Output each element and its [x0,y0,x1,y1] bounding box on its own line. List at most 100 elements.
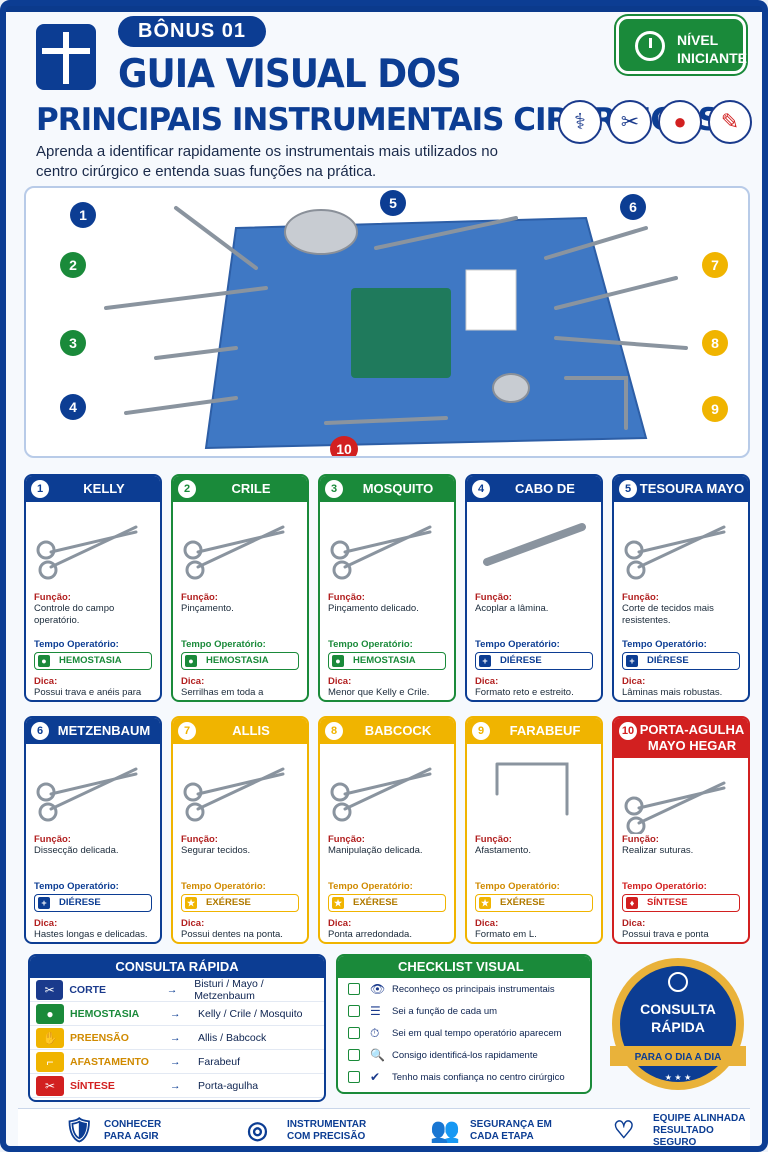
checklist-item[interactable]: ✔Tenho mais confiança no centro cirúrgic… [338,1066,590,1088]
quick-reference-row: ✂CORTE→Bisturi / Mayo / Metzenbaum [30,978,324,1002]
tempo-label: Tempo Operatório: [34,639,119,650]
tempo-icon: ● [38,655,50,667]
small-cup [492,373,530,403]
checklist-item[interactable]: ☰Sei a função de cada um [338,1000,590,1022]
tip-text: Possui dentes na ponta. [181,929,283,940]
card-number: 5 [619,480,637,498]
footer-line2: CADA ETAPA [470,1130,534,1142]
checklist-item-label: Consigo identificá-los rapidamente [392,1049,538,1061]
card-title: BABCOCK [364,723,432,738]
instrument-tray-scene: 1 2 3 4 5 6 7 8 9 10 [24,186,750,458]
checklist-item-icon: ☰ [370,1004,381,1018]
instrument-illustration [26,744,160,834]
checklist-item-icon: 🔍 [370,1048,385,1062]
tempo-label: Tempo Operatório: [475,881,560,892]
tip-text: Formato reto e estreito. [475,687,574,698]
checklist-item[interactable]: ⏱Sei em qual tempo operatório aparecem [338,1022,590,1044]
tempo-icon: ● [185,655,197,667]
function-text: Dissecção delicada. [34,845,119,856]
tempo-value: DIÉRESE [500,655,542,666]
instrument-illustration [614,758,748,836]
card-title: METZENBAUM [57,723,151,738]
checkbox[interactable] [348,1071,360,1083]
tempo-value: HEMOSTASIA [206,655,269,666]
card-number: 6 [31,722,49,740]
instrument-3 [154,346,238,360]
function-label: Função: [475,834,512,845]
checkbox[interactable] [348,1005,360,1017]
instrument-illustration [320,502,454,592]
kidney-basin [284,209,358,255]
function-text: Corte de tecidos mais resistentes. [622,603,714,626]
checkbox[interactable] [348,1049,360,1061]
function-text: Afastamento. [475,845,531,856]
instrument-9 [564,376,628,430]
tip-label: Dica: [34,676,58,687]
quick-value: Farabeuf [198,1055,241,1068]
card-header: 4 CABO DE BISTURI [467,476,601,522]
footer-line1: CONHECER [104,1118,162,1130]
seal-stars: ★ ★ ★ [665,1073,692,1082]
needle-icon: ✎ [708,100,752,144]
tip-text: Possui trava e ponta específica para agu… [622,929,725,942]
stopwatch-icon [635,31,665,61]
tempo-icon: ★ [332,897,344,909]
checkbox[interactable] [348,1027,360,1039]
card-number: 10 [619,722,637,740]
instrument-6 [544,226,648,260]
card-number: 4 [472,480,490,498]
marker-7: 7 [702,252,728,278]
arrow-icon: → [170,1031,181,1044]
instrument-1 [174,206,258,270]
tray-illustration [104,206,688,450]
tip-label: Dica: [181,676,205,687]
tip-text: Serrilhas em toda a extensão. [181,687,264,700]
checklist-item[interactable]: 🔍 Consigo identificá-los rapidamente [338,1044,590,1066]
checklist-item[interactable]: 👁Reconheço os principais instrumentais [338,978,590,1000]
blood-drop-icon: ● [658,100,702,144]
footer-line2: COM PRECISÃO [287,1130,366,1142]
card-title: CABO DE BISTURI [515,481,575,522]
quick-key: HEMOSTASIA [70,1007,140,1020]
marker-4: 4 [60,394,86,420]
scissors-icon: ✂ [608,100,652,144]
card-header: 8 BABCOCK [320,718,454,744]
tempo-icon: + [38,897,50,909]
tip-text: Menor que Kelly e Crile. [328,687,430,698]
tempo-value: HEMOSTASIA [353,655,416,666]
tip-label: Dica: [34,918,58,929]
footer-line2: RESULTADO SEGURO [653,1124,714,1148]
seal-ribbon: PARA O DIA A DIA [635,1052,722,1063]
tempo-chip: +DIÉRESE [622,652,740,670]
quick-reference-row: ✂SÍNTESE→Porta-agulha [30,1074,324,1098]
function-text: Acoplar a lâmina. [475,603,549,614]
checkbox[interactable] [348,983,360,995]
marker-2: 2 [60,252,86,278]
tip-label: Dica: [181,918,205,929]
tip-label: Dica: [475,676,499,687]
function-text: Manipulação delicada. [328,845,423,856]
card-number: 8 [325,722,343,740]
suture-icon: ✂ [36,1075,64,1096]
card-title: KELLY [83,481,125,496]
tempo-value: EXÉRESE [353,897,398,908]
function-text: Controle do campo operatório. [34,603,115,626]
quick-reference-table: CONSULTA RÁPIDA ✂CORTE→Bisturi / Mayo / … [28,954,326,1102]
card-title: CRILE [231,481,271,496]
marker-1: 1 [70,202,96,228]
heart-pulse-icon: ♡ [613,1116,635,1144]
checklist-item-icon: ⏱ [370,1025,380,1040]
card-title: MOSQUITO [362,481,434,496]
footer-line1: SEGURANÇA EM [470,1118,552,1130]
stopwatch-icon [668,972,688,992]
